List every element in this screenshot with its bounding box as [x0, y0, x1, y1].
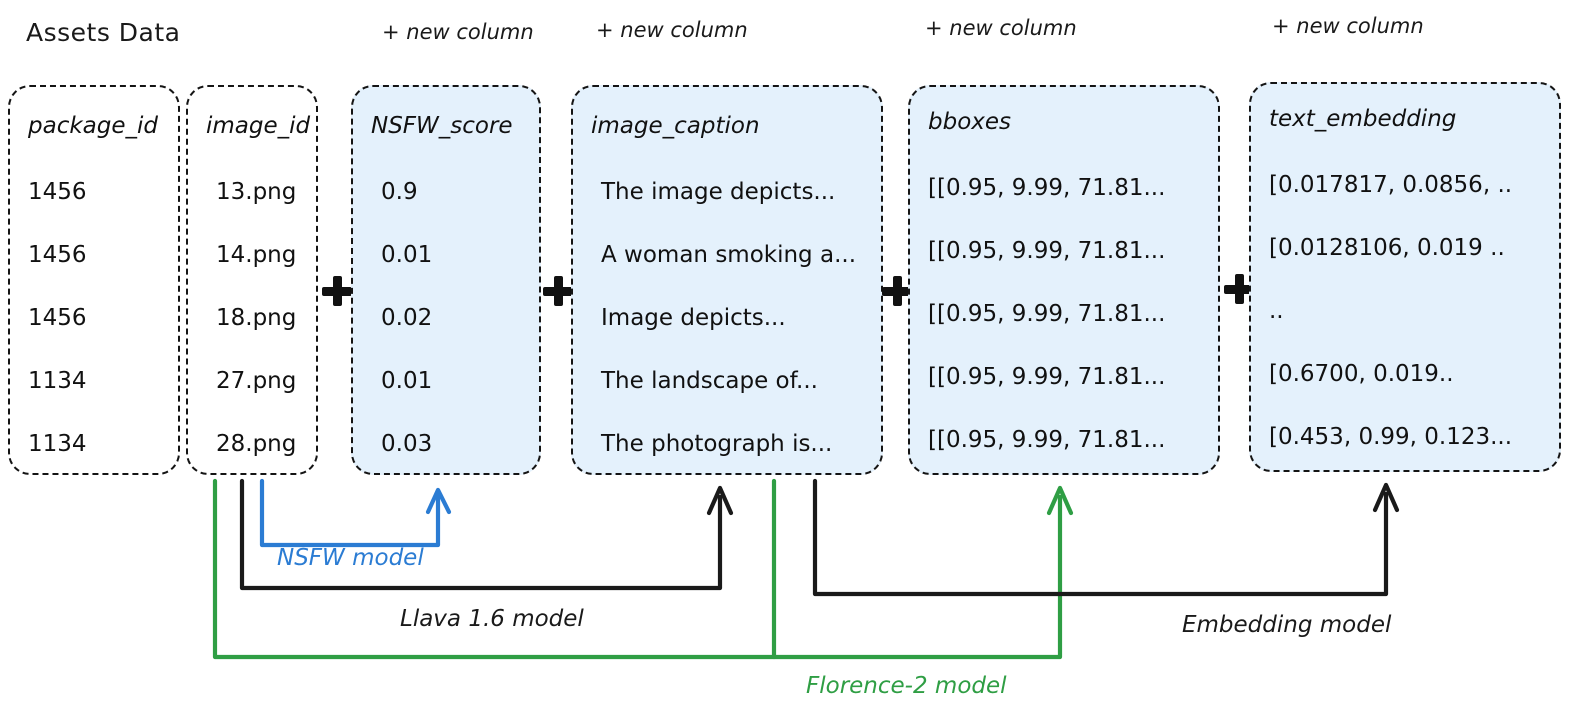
- cell-image-id-0: 13.png: [216, 179, 297, 205]
- cell-image-id-4: 28.png: [216, 431, 297, 457]
- cell-nsfw-score-3: 0.01: [381, 368, 433, 394]
- cell-package-id-0: 1456: [28, 179, 87, 205]
- column-header-bboxes: bboxes: [928, 109, 1012, 135]
- cell-bboxes-0: [[0.95, 9.99, 71.81...: [928, 175, 1166, 201]
- cell-package-id-2: 1456: [28, 305, 87, 331]
- cell-image-id-1: 14.png: [216, 242, 297, 268]
- new-column-label-caption: + new column: [596, 18, 748, 42]
- cell-image-id-3: 27.png: [216, 368, 297, 394]
- column-card-image-id[interactable]: image_id 13.png 14.png 18.png 27.png 28.…: [186, 85, 318, 475]
- column-card-package-id[interactable]: package_id 1456 1456 1456 1134 1134: [8, 85, 180, 475]
- cell-package-id-4: 1134: [28, 431, 87, 457]
- cell-bboxes-4: [[0.95, 9.99, 71.81...: [928, 427, 1166, 453]
- cell-image-caption-3: The landscape of...: [601, 368, 818, 394]
- cell-nsfw-score-1: 0.01: [381, 242, 433, 268]
- cell-bboxes-3: [[0.95, 9.99, 71.81...: [928, 364, 1166, 390]
- model-label-nsfw: NSFW model: [277, 545, 424, 571]
- cell-image-caption-1: A woman smoking a...: [601, 242, 856, 268]
- column-header-image-caption: image_caption: [591, 113, 760, 139]
- cell-image-id-2: 18.png: [216, 305, 297, 331]
- new-column-label-embedding: + new column: [1272, 14, 1424, 38]
- cell-text-embedding-4: [0.453, 0.99, 0.123...: [1269, 424, 1513, 450]
- column-card-image-caption[interactable]: image_caption The image depicts... A wom…: [571, 85, 883, 475]
- assets-data-title: Assets Data: [26, 18, 181, 47]
- cell-package-id-3: 1134: [28, 368, 87, 394]
- cell-text-embedding-2: ..: [1269, 298, 1284, 324]
- model-label-florence: Florence-2 model: [806, 673, 1007, 699]
- cell-nsfw-score-4: 0.03: [381, 431, 433, 457]
- llava-connector: [239, 478, 734, 591]
- cell-text-embedding-1: [0.0128106, 0.019 ..: [1269, 235, 1505, 261]
- cell-bboxes-2: [[0.95, 9.99, 71.81...: [928, 301, 1166, 327]
- cell-nsfw-score-2: 0.02: [381, 305, 433, 331]
- column-header-image-id: image_id: [206, 113, 311, 139]
- column-header-nsfw-score: NSFW_score: [371, 113, 513, 139]
- model-label-embedding: Embedding model: [1182, 612, 1392, 638]
- nsfw-connector: [259, 478, 452, 548]
- cell-bboxes-1: [[0.95, 9.99, 71.81...: [928, 238, 1166, 264]
- column-card-nsfw-score[interactable]: NSFW_score 0.9 0.01 0.02 0.01 0.03: [351, 85, 541, 475]
- cell-text-embedding-0: [0.017817, 0.0856, ..: [1269, 172, 1513, 198]
- cell-text-embedding-3: [0.6700, 0.019..: [1269, 361, 1454, 387]
- column-card-bboxes[interactable]: bboxes [[0.95, 9.99, 71.81... [[0.95, 9.…: [908, 85, 1220, 475]
- column-header-text-embedding: text_embedding: [1269, 106, 1457, 132]
- plus-icon-3: [882, 276, 912, 306]
- cell-package-id-1: 1456: [28, 242, 87, 268]
- new-column-label-nsfw: + new column: [382, 20, 534, 44]
- embedding-connector: [812, 478, 1400, 597]
- column-header-package-id: package_id: [28, 113, 158, 139]
- plus-icon-1: [322, 276, 352, 306]
- plus-icon-4: [1224, 274, 1254, 304]
- cell-nsfw-score-0: 0.9: [381, 179, 418, 205]
- column-card-text-embedding[interactable]: text_embedding [0.017817, 0.0856, .. [0.…: [1249, 82, 1561, 472]
- cell-image-caption-0: The image depicts...: [601, 179, 836, 205]
- cell-image-caption-4: The photograph is...: [601, 431, 833, 457]
- cell-image-caption-2: Image depicts...: [601, 305, 786, 331]
- new-column-label-bboxes: + new column: [925, 16, 1077, 40]
- plus-icon-2: [543, 276, 573, 306]
- model-label-llava: Llava 1.6 model: [400, 606, 584, 632]
